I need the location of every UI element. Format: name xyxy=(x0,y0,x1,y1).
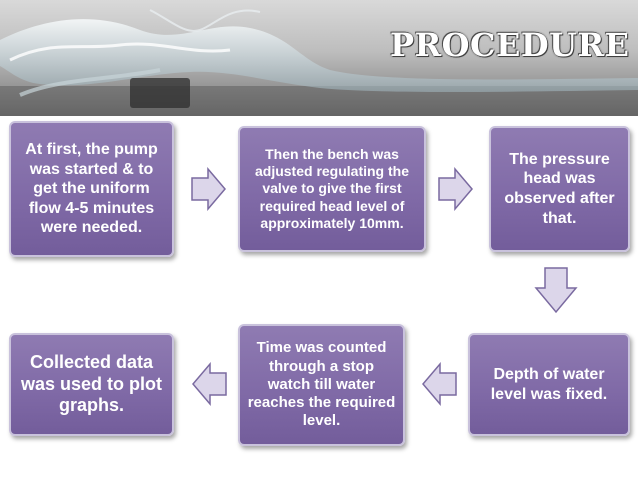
step-text-5: Time was counted through a stop watch ti… xyxy=(247,339,396,430)
left-arrow-icon xyxy=(192,362,227,406)
step-box-1: At first, the pump was started & to get … xyxy=(9,121,174,257)
step-box-6: Collected data was used to plot graphs. xyxy=(9,333,174,436)
step-text-4: Depth of water level was fixed. xyxy=(490,365,608,403)
right-arrow-icon xyxy=(191,167,226,211)
header-banner: PROCEDURE xyxy=(0,0,638,116)
step-box-4: Depth of water level was fixed. xyxy=(468,333,630,436)
right-arrow-icon xyxy=(438,167,473,211)
step-box-5: Time was counted through a stop watch ti… xyxy=(238,324,405,446)
step-box-2: Then the bench was adjusted regulating t… xyxy=(238,126,426,252)
step-text-3: The pressure head was observed after tha… xyxy=(504,150,615,227)
step-text-6: Collected data was used to plot graphs. xyxy=(20,351,162,416)
page-title: PROCEDURE xyxy=(390,26,630,64)
step-box-3: The pressure head was observed after tha… xyxy=(489,126,630,252)
down-arrow-icon xyxy=(534,267,578,314)
step-text-2: Then the bench was adjusted regulating t… xyxy=(254,146,409,231)
step-text-1: At first, the pump was started & to get … xyxy=(25,141,158,237)
left-arrow-icon xyxy=(422,362,457,406)
water-splash-image xyxy=(0,9,638,116)
